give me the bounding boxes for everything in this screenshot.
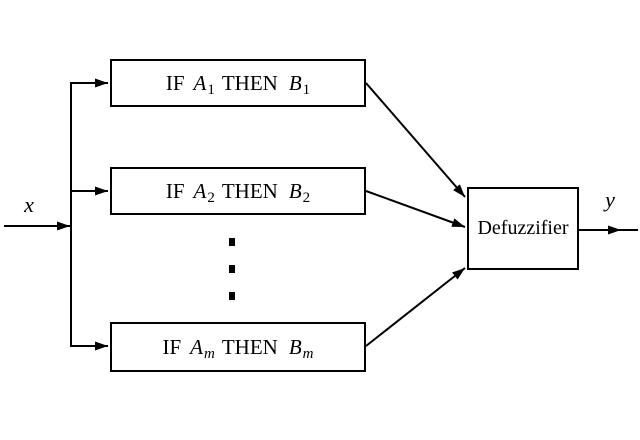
output-label: y bbox=[605, 187, 615, 212]
rule-1-antecedent-symbol: A bbox=[193, 70, 207, 95]
rule-box-m: IF A m THEN B m bbox=[110, 322, 366, 372]
rule-2-then-word: THEN bbox=[221, 178, 278, 203]
rule-2-antecedent-symbol: A bbox=[193, 178, 207, 203]
ellipsis-dot bbox=[229, 265, 235, 273]
rule-1-output-arrow bbox=[365, 82, 466, 198]
rule-2-antecedent-subscript: 2 bbox=[207, 189, 215, 206]
rule-2-consequent-subscript: 2 bbox=[302, 189, 311, 206]
rule-2-consequent-symbol: B bbox=[288, 178, 302, 203]
rule-1-then-word: THEN bbox=[221, 70, 278, 95]
ellipsis-dot bbox=[229, 238, 235, 246]
rule-1-consequent-subscript: 1 bbox=[302, 81, 311, 98]
rule-1-antecedent-subscript: 1 bbox=[207, 81, 215, 98]
ellipsis-dot bbox=[229, 292, 235, 300]
defuzzifier-label: Defuzzifier bbox=[477, 217, 569, 239]
rule-m-antecedent-subscript: m bbox=[204, 345, 215, 362]
rule-box-2: IF A 2 THEN B 2 bbox=[110, 167, 366, 215]
input-label: x bbox=[24, 192, 34, 217]
rule-2-output-arrow bbox=[365, 190, 466, 228]
rule-2-if-word: IF bbox=[165, 178, 185, 203]
rule-box-1: IF A 1 THEN B 1 bbox=[110, 59, 366, 107]
vertical-ellipsis bbox=[229, 238, 235, 319]
rule-1-if-word: IF bbox=[165, 70, 185, 95]
rule-m-antecedent-symbol: A bbox=[190, 334, 203, 359]
rule-1-consequent-symbol: B bbox=[288, 70, 302, 95]
rule-m-consequent-symbol: B bbox=[288, 334, 302, 359]
rule-m-consequent-subscript: m bbox=[302, 345, 314, 362]
rule-m-if-word: IF bbox=[162, 334, 182, 359]
defuzzifier-box: Defuzzifier bbox=[467, 187, 579, 270]
rule-3-output-arrow bbox=[365, 267, 466, 347]
rule-m-then-word: THEN bbox=[221, 334, 278, 359]
